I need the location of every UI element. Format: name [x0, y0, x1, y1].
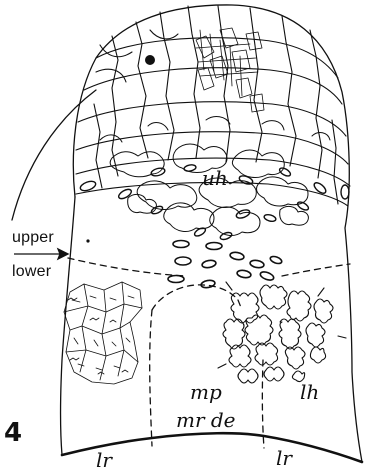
label-mr-de: mr de — [176, 410, 236, 430]
label-lr-left: lr — [96, 450, 112, 467]
label-lr-right: lr — [276, 448, 292, 467]
outer-arc-left — [12, 90, 96, 220]
label-lh: lh — [300, 382, 319, 402]
oval-bodies-lower — [168, 241, 283, 289]
dot-marker — [86, 239, 89, 242]
nucleus-marker — [145, 55, 155, 65]
label-lower: lower — [12, 264, 51, 280]
label-mp: mp — [190, 382, 222, 402]
boundary-arrow — [14, 249, 68, 259]
label-upper: upper — [12, 230, 54, 246]
left-hatched-cluster — [64, 282, 142, 384]
left-side-outline — [61, 197, 76, 455]
label-uh: uh — [202, 168, 228, 188]
right-crenate-cluster — [218, 282, 346, 383]
figure-number: 4 — [4, 420, 22, 446]
